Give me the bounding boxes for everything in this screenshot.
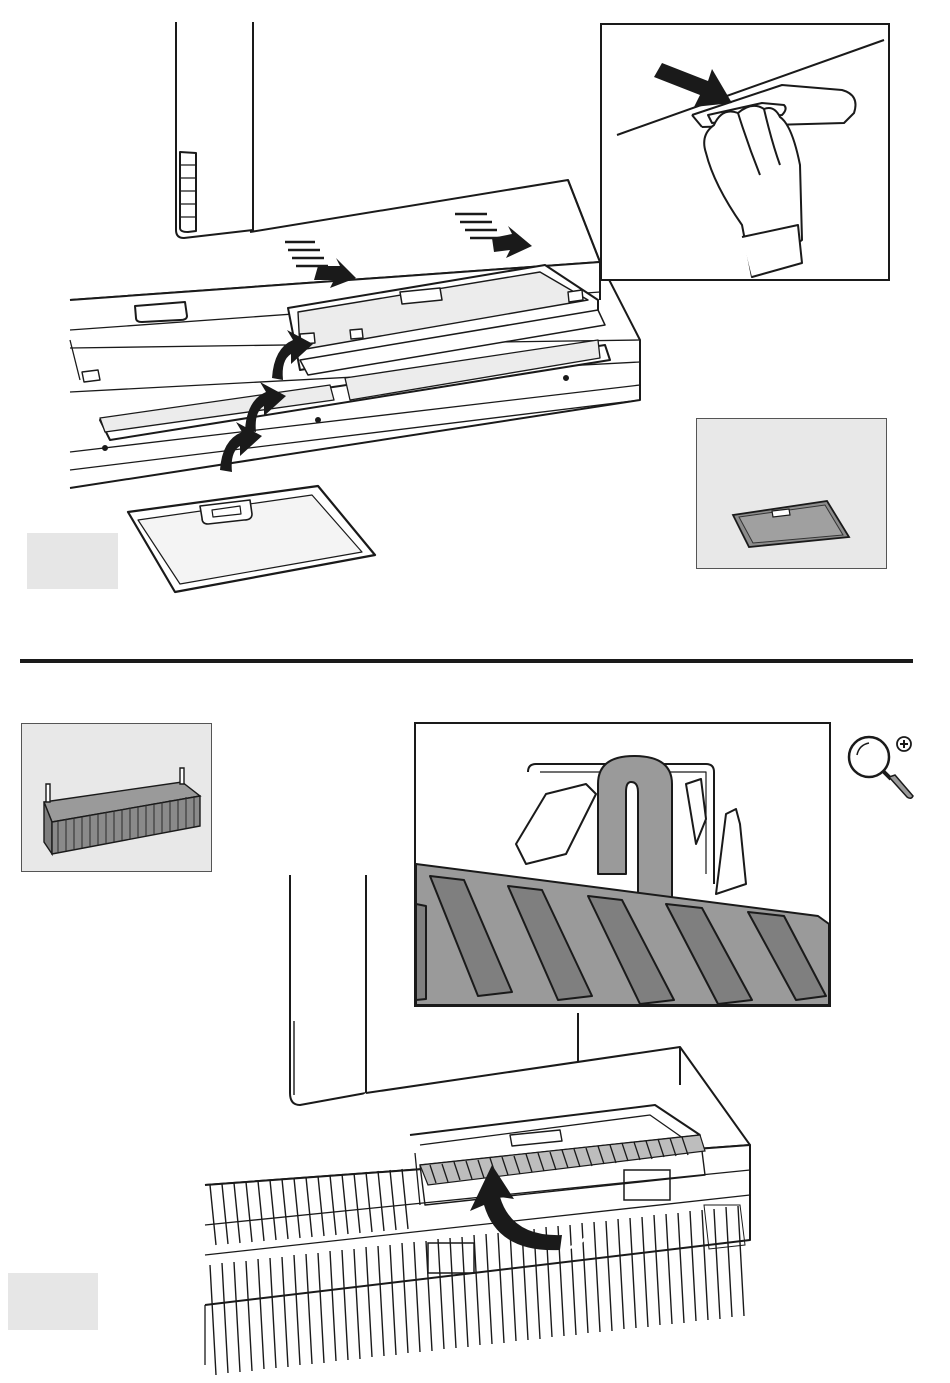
- top-section: [0, 0, 950, 655]
- grease-filter-thumb-drawing: [697, 419, 885, 567]
- hand-detail-inset: [600, 23, 890, 281]
- comb-filter-thumb-drawing: [22, 724, 210, 870]
- comb-filter-thumbnail: [21, 723, 212, 872]
- grease-filter-thumbnail: [696, 418, 887, 569]
- magnifier-plus-icon: [845, 733, 923, 803]
- comb-filter-hood-illustration: [190, 875, 760, 1383]
- bottom-section: [0, 665, 950, 1383]
- section-divider: [20, 659, 913, 663]
- step-tag-top: [27, 533, 118, 589]
- step-tag-bottom: [8, 1273, 98, 1330]
- grease-filter-hood-illustration: [60, 15, 660, 615]
- hand-latch-drawing: [602, 25, 888, 279]
